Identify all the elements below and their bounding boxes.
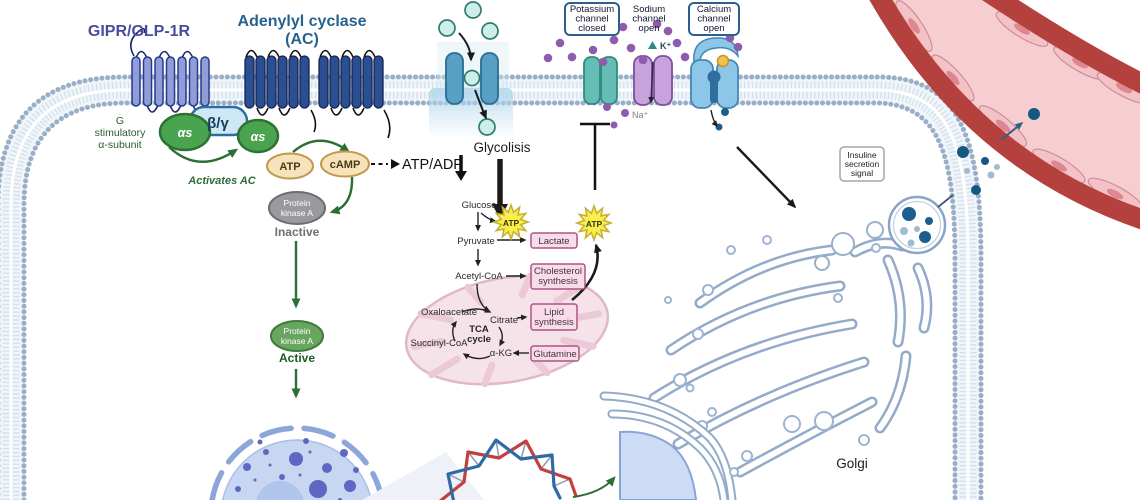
glycolysis-title: Glycolisis [473, 140, 530, 155]
pka-active-oval [270, 320, 324, 352]
cholesterol-label-1: Cholesterol [534, 266, 582, 277]
sodium-label-line2: channel [632, 14, 665, 25]
glutamine-label: Glutamine [533, 349, 576, 360]
pka-active-line1: Protein [284, 326, 311, 336]
nucleus [209, 425, 385, 500]
labels: GIPR/GLP-1R Adenylyl cyclase (AC) G stim… [88, 4, 880, 471]
cell-membrane [0, 74, 984, 500]
label-boxes [564, 2, 885, 182]
alpha-s-right: αs [251, 130, 266, 144]
pka-inactive-line1: Protein [284, 198, 311, 208]
calcium-channel [690, 37, 740, 109]
activates-ac-label: Activates AC [187, 175, 257, 187]
sodium-label-line1: Sodium [633, 4, 665, 15]
lactate-label: Lactate [538, 236, 569, 247]
lipid-label-1: Lipid [544, 307, 564, 318]
g-protein-complex [158, 105, 280, 154]
potassium-box-line3: closed [578, 23, 605, 34]
g-subunit-label-1: G [116, 115, 124, 127]
cholesterol-label-2: synthesis [538, 276, 578, 287]
receptor-title: GIPR/GLP-1R [88, 23, 191, 40]
calcium-entry-arrow [710, 109, 718, 128]
atp-label: ATP [279, 161, 300, 173]
insulin-dots [957, 108, 1040, 195]
insulin-signal-arrow [736, 146, 797, 209]
channel-inhibition-tbar [580, 122, 610, 190]
k-triangle-icon [648, 41, 657, 49]
dna-helix [438, 438, 578, 500]
metabolism [450, 159, 612, 362]
calcium-ion [716, 54, 730, 68]
potassium-box-line2: channel [575, 14, 608, 25]
ac-title-line1: Adenylyl cyclase [238, 13, 367, 30]
g-subunit-label-3: α-subunit [98, 139, 142, 151]
dna-output-arrow [572, 476, 616, 498]
na-ion-label: Na⁺ [632, 110, 649, 120]
potassium-box-line1: Potassium [570, 4, 614, 15]
k-ion-label: K⁺ [660, 41, 671, 51]
atp-star-label-1: ATP [503, 218, 520, 228]
gipr-glp1r-receptor [130, 27, 210, 113]
alpha-s-left: αs [178, 126, 193, 140]
beta-gamma-label: β/γ [207, 115, 229, 132]
secretory-vesicle [887, 195, 947, 255]
endothelial-cells [895, 0, 1140, 211]
g-subunit-label-2: stimulatory [95, 127, 147, 139]
potassium-label-box [564, 2, 620, 36]
chromatin-dots [235, 438, 359, 500]
golgi-label: Golgi [836, 456, 868, 471]
insulin-label-box [839, 146, 885, 182]
inactive-label: Inactive [275, 225, 320, 239]
camp-oval [320, 150, 370, 178]
atp-oval [266, 152, 314, 180]
atp-star-label-2: ATP [586, 219, 603, 229]
succinyl-coa-label: Succinyl-CoA [410, 338, 468, 349]
calcium-box-line2: channel [697, 14, 730, 25]
er-nucleus [599, 383, 739, 500]
glucose-molecules [438, 1, 499, 136]
secretion [814, 108, 1040, 271]
oxaloacetate-label: Oxaloacetate [421, 307, 477, 318]
atp-adp-label: ATP/ADP [402, 157, 463, 173]
insulin-box-line3: signal [851, 168, 873, 178]
pka-inactive-line2: kinase A [281, 208, 313, 218]
calcium-ion-dots [715, 108, 729, 131]
insulin-box-line1: Insuline [847, 150, 877, 160]
active-label: Active [279, 351, 315, 365]
calcium-box-line1: Calcium [697, 4, 731, 15]
akg-label: α-KG [490, 348, 512, 359]
signaling-cascade [168, 139, 467, 399]
pyruvate-label: Pyruvate [457, 236, 495, 247]
lipid-label-2: synthesis [534, 317, 574, 328]
ac-title-line2: (AC) [285, 31, 319, 48]
tca-label-1: TCA [469, 324, 489, 335]
camp-label: cAMP [330, 159, 361, 171]
sodium-label-line3: open [638, 23, 659, 34]
tca-label-2: cycle [467, 334, 491, 345]
sodium-channel [633, 55, 673, 106]
metabolite-boxes [530, 232, 586, 362]
pka-inactive-oval [268, 191, 326, 225]
acetyl-coa-label: Acetyl-CoA [455, 271, 503, 282]
golgi-apparatus [648, 235, 933, 478]
calcium-box-line3: open [703, 23, 724, 34]
glucose-transporter [429, 1, 513, 138]
blood-vessel [869, 0, 1140, 230]
calcium-label-box [688, 2, 740, 36]
adenylyl-cyclase [244, 49, 391, 139]
citrate-label: Citrate [490, 315, 518, 326]
glucose-label: Glucose [462, 200, 497, 211]
pka-active-line2: kinase A [281, 336, 313, 346]
light-cone [362, 452, 484, 500]
insulin-box-line2: secretion [845, 159, 880, 169]
